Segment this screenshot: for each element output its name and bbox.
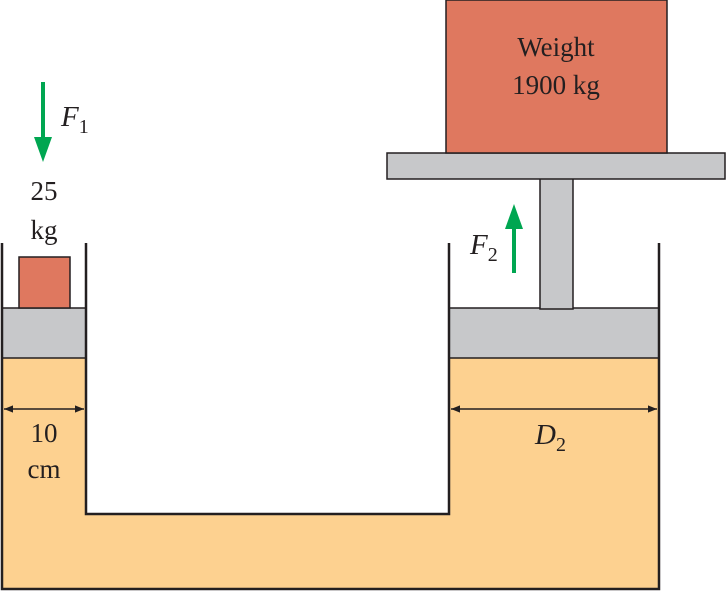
force-1-arrow	[34, 82, 52, 162]
small-mass-label-line1: 25	[31, 176, 58, 206]
platform-plate	[386, 152, 726, 180]
weight-label-line1: Weight	[517, 32, 595, 62]
large-piston	[448, 307, 660, 359]
large-diameter-subscript: 2	[556, 434, 566, 456]
hydraulic-fluid	[2, 358, 659, 589]
large-diameter-label: D2	[534, 419, 566, 456]
small-mass-label-line2: kg	[31, 215, 58, 245]
force-2-subscript: 2	[488, 244, 498, 266]
small-piston	[1, 307, 87, 359]
force-2-arrow	[505, 204, 523, 273]
weight-label-line2: 1900 kg	[512, 70, 600, 100]
force-2-label: F2	[469, 229, 498, 266]
force-1-subscript: 1	[79, 116, 89, 138]
force-1-label: F1	[60, 101, 89, 138]
small-diameter-label-line2: cm	[28, 454, 61, 484]
weight-block	[445, 0, 668, 154]
force-2-symbol: F	[469, 229, 488, 261]
small-diameter-label-line1: 10	[31, 418, 58, 448]
small-mass-block	[18, 256, 71, 309]
large-diameter-symbol: D	[534, 419, 556, 451]
force-1-symbol: F	[60, 101, 79, 133]
container-outline	[0, 243, 661, 591]
piston-rod	[539, 177, 574, 310]
